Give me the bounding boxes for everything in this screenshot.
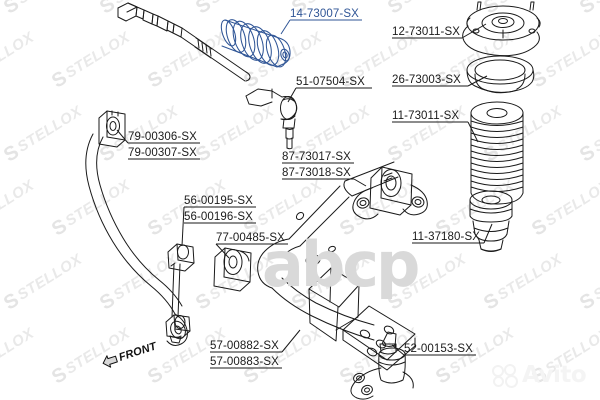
lower-control-arm-body (257, 161, 416, 371)
part-number-label: 11-37180-SX (412, 231, 481, 243)
part-number-label: 11-73011-SX (392, 110, 460, 122)
part-number-label: 79-00306-SX (128, 131, 197, 143)
front-arrow-icon (102, 355, 118, 368)
part-number-label: 77-00485-SX (216, 232, 285, 244)
part-number-label: 87-73018-SX (282, 167, 351, 179)
lower-ball-joint-part (350, 331, 414, 400)
front-orientation-marker: FRONT (100, 339, 158, 370)
part-number-label: 57-00882-SX (210, 340, 279, 352)
strut-top-mount-part (462, 1, 541, 57)
shock-dust-boot-part (470, 101, 524, 205)
strut-bearing-ring-part (466, 55, 535, 94)
abcp-watermark: abcp (262, 228, 420, 301)
part-number-label: 26-73003-SX (392, 74, 461, 86)
part-number-label: 14-73007-SX (290, 8, 359, 20)
part-number-label: 51-07504-SX (296, 76, 365, 88)
part-number-label: 56-00195-SX (184, 195, 253, 207)
avito-wordmark: Avito (522, 362, 587, 388)
tie-rod-end-part (245, 88, 298, 150)
bump-stop-part (469, 190, 513, 252)
part-number-label: 56-00196-SX (184, 211, 253, 223)
control-arm-rear-bush (352, 166, 428, 220)
avito-watermark: Avito (492, 362, 587, 388)
avito-logo-icon (492, 364, 518, 388)
part-number-label: 79-00307-SX (128, 147, 197, 159)
rack-boot-bellows (220, 19, 291, 68)
stabilizer-link (165, 243, 195, 344)
part-number-label: 87-73017-SX (282, 151, 351, 163)
part-number-label: 57-00883-SX (210, 356, 279, 368)
inner-tie-rod-shaft (117, 2, 251, 82)
part-number-label: 12-73011-SX (392, 26, 461, 38)
part-number-label: 52-00153-SX (404, 343, 473, 355)
